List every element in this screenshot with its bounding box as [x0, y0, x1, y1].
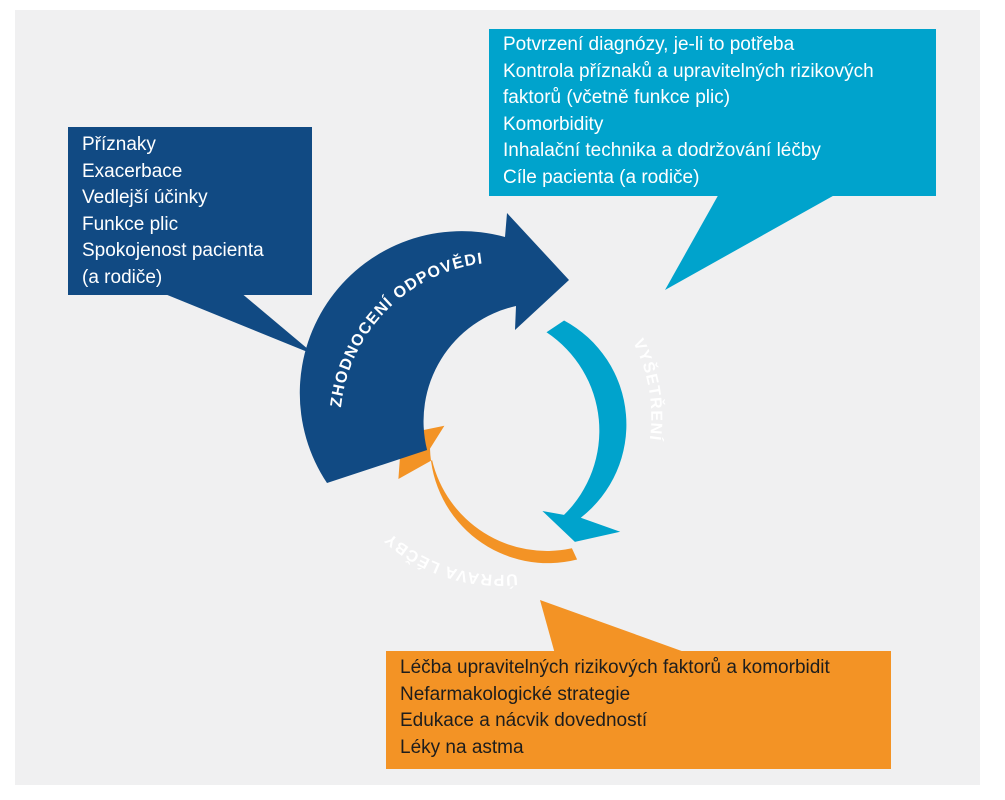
treatment-callout-pointer [540, 600, 690, 654]
assessment-box: Příznaky Exacerbace Vedlejší účinky Funk… [68, 127, 312, 295]
assessment-item: (a rodiče) [82, 266, 163, 288]
examination-item: Komorbidity [503, 113, 604, 135]
examination-box: Potvrzení diagnózy, je-li to potřeba Kon… [489, 29, 936, 196]
examination-item: Kontrola příznaků a upravitelných riziko… [503, 60, 874, 82]
examination-item: faktorů (včetně funkce plic) [503, 87, 731, 108]
assessment-item: Příznaky [82, 134, 156, 155]
assessment-item: Funkce plic [82, 213, 179, 235]
examination-item: Cíle pacienta (a rodiče) [503, 166, 700, 188]
examination-item: Inhalační technika a dodržování léčby [503, 140, 821, 161]
examination-callout-pointer [665, 192, 840, 290]
examination-label: VYŠETŘENÍ [629, 336, 666, 442]
assessment-item: Vedlejší účinky [82, 187, 208, 208]
treatment-item: Léčba upravitelných rizikových faktorů a… [400, 657, 830, 678]
treatment-label: ÚPRAVA LÉČBY [381, 529, 518, 590]
treatment-item: Léky na astma [400, 736, 524, 758]
assessment-item: Spokojenost pacienta [82, 240, 264, 261]
assessment-arrow [299, 213, 569, 483]
examination-arrow [542, 320, 627, 542]
assessment-callout-pointer [160, 292, 315, 355]
treatment-box: Léčba upravitelných rizikových faktorů a… [386, 651, 891, 769]
assessment-item: Exacerbace [82, 160, 183, 182]
examination-item: Potvrzení diagnózy, je-li to potřeba [503, 34, 795, 55]
treatment-item: Nefarmakologické strategie [400, 683, 631, 705]
treatment-item: Edukace a nácvik dovedností [400, 710, 648, 731]
